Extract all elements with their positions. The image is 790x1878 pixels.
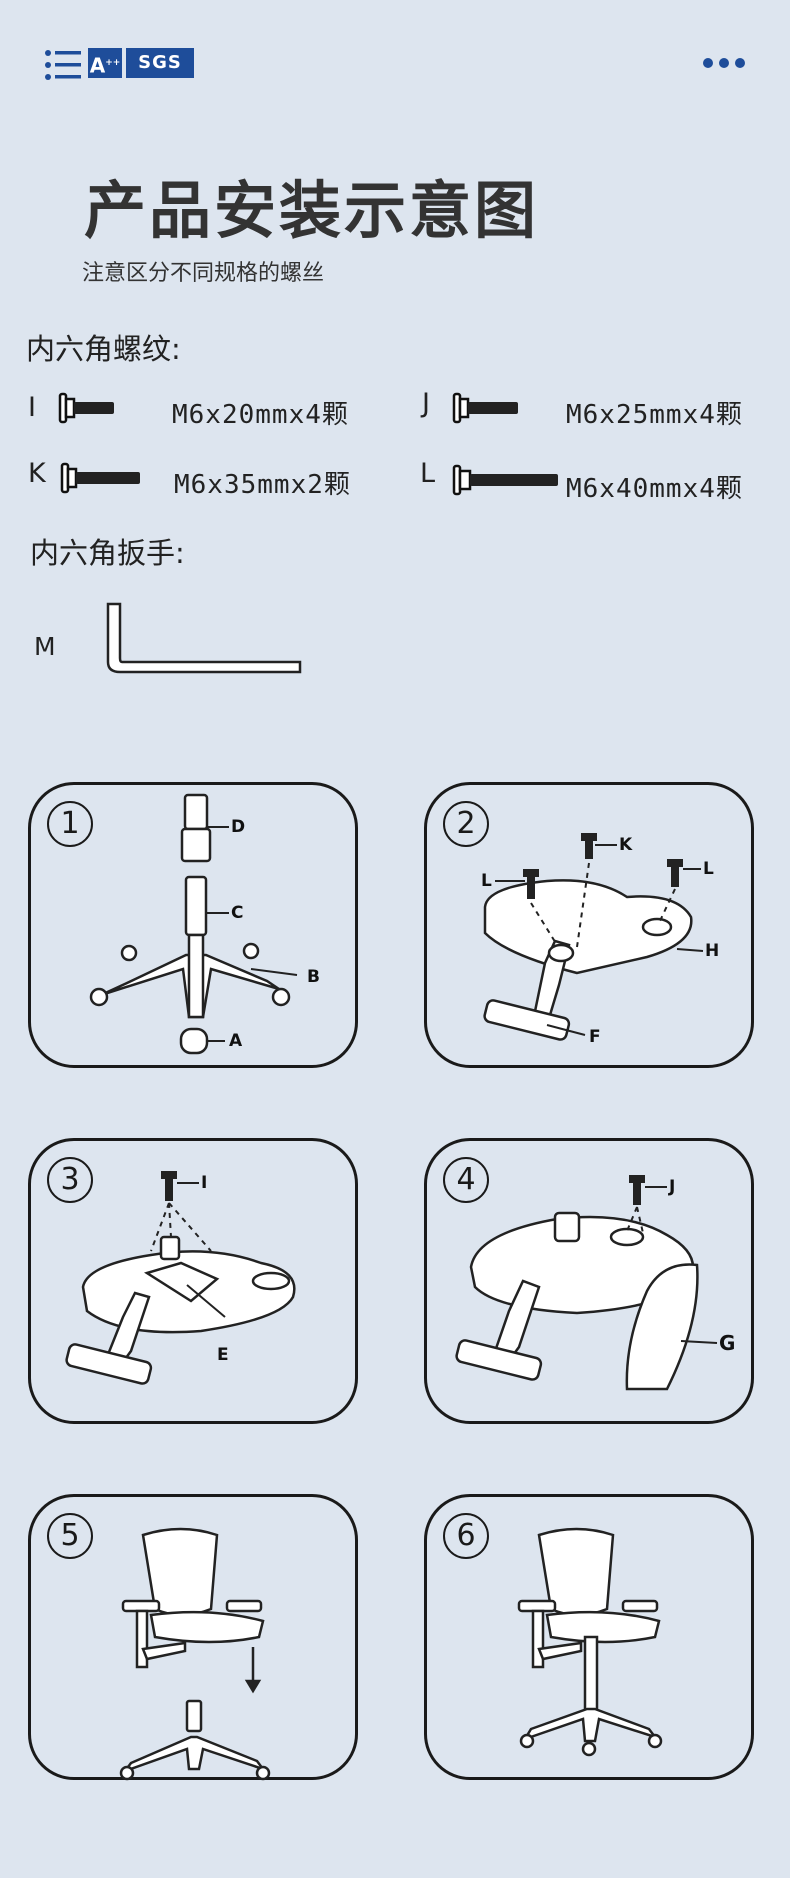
part-label-i: I bbox=[201, 1173, 208, 1193]
step-number: 1 bbox=[47, 801, 93, 847]
screw-spec-k: M6x35mmx2颗 bbox=[174, 470, 351, 500]
page-subtitle: 注意区分不同规格的螺丝 bbox=[82, 261, 325, 286]
part-label-e: E bbox=[217, 1345, 229, 1365]
step-number: 6 bbox=[443, 1513, 489, 1559]
screw-spec-l: M6x40mmx4颗 bbox=[566, 474, 743, 504]
hex-wrench-icon bbox=[106, 602, 302, 674]
part-label-k: K bbox=[619, 835, 633, 855]
screw-l-icon bbox=[452, 464, 558, 496]
step-5-panel: 5 bbox=[28, 1494, 358, 1781]
step-2-panel: 2 K L L H F bbox=[424, 782, 754, 1068]
screw-j-icon bbox=[452, 392, 518, 424]
step-1-illustration bbox=[89, 793, 298, 1055]
part-label-c: C bbox=[231, 903, 244, 923]
screw-label-k: K bbox=[28, 458, 46, 489]
more-dots-icon[interactable] bbox=[702, 56, 746, 70]
page-title: 产品安装示意图 bbox=[84, 174, 540, 247]
step-2-illustration bbox=[483, 833, 704, 1041]
part-label-d: D bbox=[231, 817, 246, 837]
step-number: 5 bbox=[47, 1513, 93, 1559]
screw-spec-j: M6x25mmx4颗 bbox=[566, 400, 743, 430]
step-4-illustration bbox=[455, 1175, 718, 1391]
step-number: 2 bbox=[443, 801, 489, 847]
step-6-illustration bbox=[517, 1527, 663, 1757]
part-label-l-right: L bbox=[703, 859, 714, 879]
screw-k-icon bbox=[60, 462, 140, 494]
part-label-g: G bbox=[719, 1331, 736, 1355]
step-6-panel: 6 bbox=[424, 1494, 754, 1780]
wrench-label-m: M bbox=[34, 632, 56, 661]
screw-label-l: L bbox=[420, 458, 436, 489]
part-label-h: H bbox=[705, 941, 720, 961]
step-4-panel: 4 J G bbox=[424, 1138, 754, 1424]
step-number: 4 bbox=[443, 1157, 489, 1203]
step-5-illustration bbox=[119, 1527, 271, 1781]
step-number: 3 bbox=[47, 1157, 93, 1203]
step-3-panel: 3 I E bbox=[28, 1138, 358, 1424]
part-label-f: F bbox=[589, 1027, 601, 1047]
a-plus-badge: A++ bbox=[88, 48, 122, 78]
step-3-illustration bbox=[65, 1171, 296, 1385]
step-1-panel: 1 D C B A bbox=[28, 782, 358, 1068]
part-label-l-left: L bbox=[481, 871, 492, 891]
screw-i-icon bbox=[58, 392, 114, 424]
part-label-a: A bbox=[229, 1031, 243, 1051]
screw-label-i: I bbox=[28, 392, 36, 423]
part-label-j: J bbox=[669, 1177, 676, 1197]
hex-screw-heading: 内六角螺纹: bbox=[26, 332, 181, 366]
part-label-b: B bbox=[307, 967, 320, 987]
hex-wrench-heading: 内六角扳手: bbox=[30, 536, 185, 570]
sgs-badge: SGS bbox=[126, 48, 194, 78]
screw-spec-i: M6x20mmx4颗 bbox=[172, 400, 349, 430]
menu-list-icon[interactable] bbox=[44, 48, 82, 82]
screw-label-j: J bbox=[422, 388, 430, 419]
